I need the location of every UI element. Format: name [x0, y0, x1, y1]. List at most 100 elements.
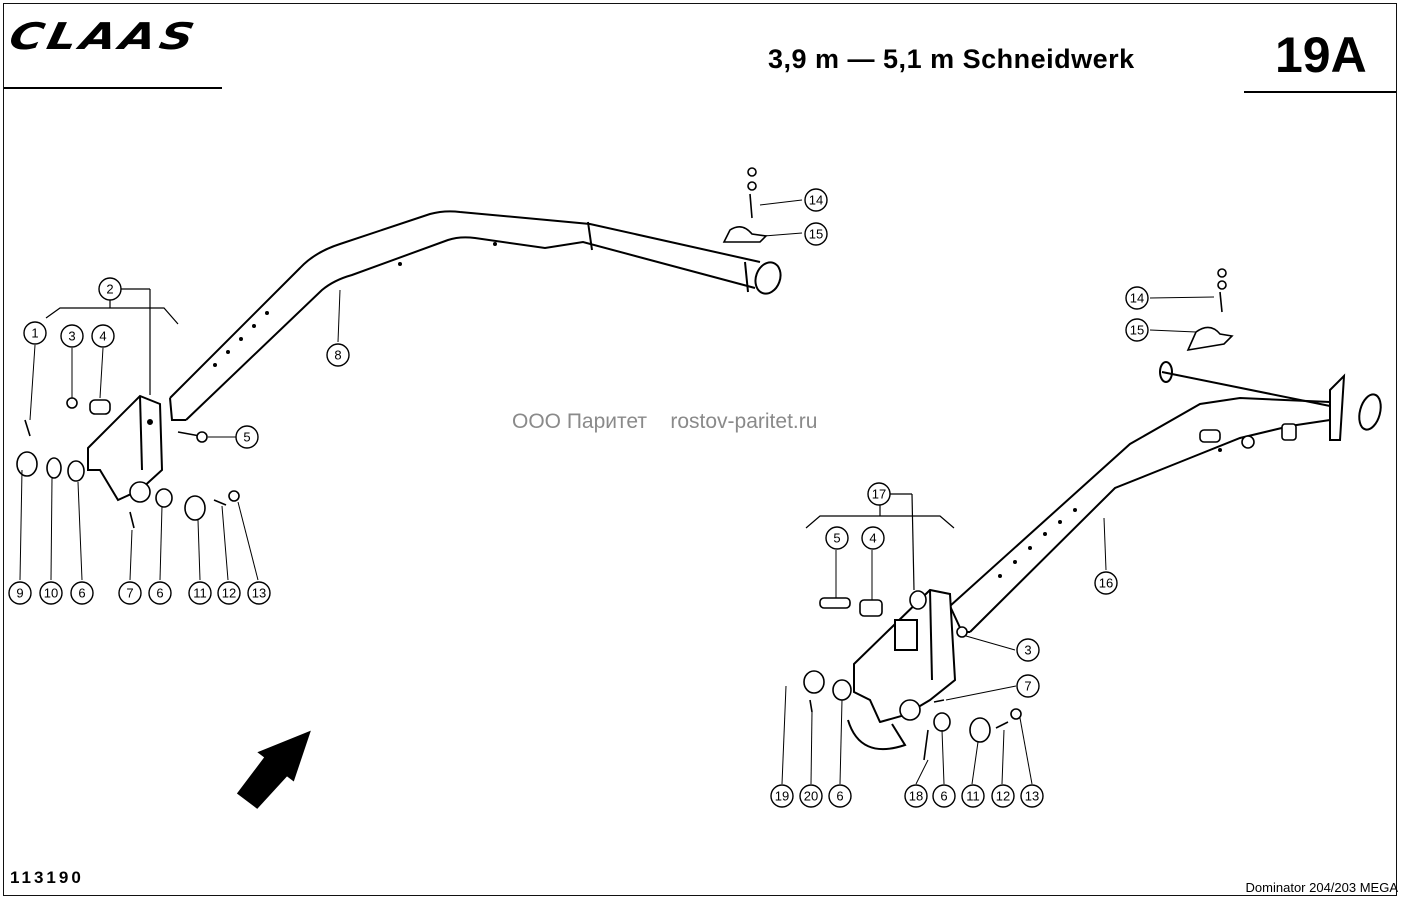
callout-label: 11: [193, 586, 207, 601]
callout-circle: [867, 482, 891, 506]
callout-16: 16: [1094, 571, 1118, 595]
callout-label: 15: [809, 227, 823, 242]
callout-circle: [770, 784, 794, 808]
right-small-parts: [803, 268, 1297, 761]
callout-circle: [861, 526, 885, 550]
left-frame-holes: [213, 242, 497, 367]
callout-circle: [91, 324, 115, 348]
callout-label: 13: [1025, 789, 1039, 804]
callout-circle: [991, 784, 1015, 808]
callout-6: 6: [932, 784, 956, 808]
callout-label: 5: [243, 430, 250, 445]
callout-label: 13: [252, 586, 266, 601]
callout-label: 11: [966, 789, 980, 804]
callout-circle: [148, 581, 172, 605]
callout-5: 5: [825, 526, 849, 550]
sheet-border: [3, 3, 1397, 896]
callout-14: 14: [804, 188, 828, 212]
callout-5: 5: [235, 425, 259, 449]
callout-6: 6: [70, 581, 94, 605]
drawing-number: 113190: [10, 868, 84, 887]
callout-label: 6: [836, 789, 843, 804]
diagram-title: 3,9 m — 5,1 m Schneidwerk: [768, 44, 1135, 74]
callout-label: 10: [44, 586, 58, 601]
callout-label: 7: [126, 586, 133, 601]
callout-label: 6: [156, 586, 163, 601]
callout-label: 4: [99, 329, 106, 344]
callout-20: 20: [799, 784, 823, 808]
callout-circle: [1016, 674, 1040, 698]
group-brackets: [45, 288, 955, 591]
callout-circle: [804, 188, 828, 212]
callout-circle: [804, 222, 828, 246]
model-name: Dominator 204/203 MEGA: [1245, 880, 1398, 895]
callout-1: 1: [23, 321, 47, 345]
callout-19: 19: [770, 784, 794, 808]
callout-label: 3: [1024, 643, 1031, 658]
callout-label: 17: [872, 487, 886, 502]
callout-circle: [1125, 286, 1149, 310]
direction-arrow: [236, 730, 311, 809]
callout-label: 12: [222, 586, 236, 601]
callout-label: 8: [334, 348, 341, 363]
callout-circle: [98, 277, 122, 301]
callout-label: 19: [775, 789, 789, 804]
callout-3: 3: [60, 324, 84, 348]
callout-13: 13: [247, 581, 271, 605]
callout-circle: [118, 581, 142, 605]
callout-circle: [1125, 318, 1149, 342]
callout-circle: [904, 784, 928, 808]
callout-label: 5: [833, 531, 840, 546]
left-clamp: [722, 167, 768, 243]
callout-10: 10: [39, 581, 63, 605]
callout-label: 2: [106, 282, 113, 297]
callout-label: 1: [31, 326, 38, 341]
callout-4: 4: [91, 324, 115, 348]
callout-circle: [60, 324, 84, 348]
watermark-site: rostov-paritet.ru: [670, 410, 818, 433]
leader-lines: [19, 199, 1215, 785]
callout-label: 3: [68, 329, 75, 344]
callout-label: 6: [78, 586, 85, 601]
callout-6: 6: [828, 784, 852, 808]
callout-circle: [1094, 571, 1118, 595]
callout-circle: [1020, 784, 1044, 808]
callout-circle: [799, 784, 823, 808]
callout-label: 4: [869, 531, 876, 546]
callout-17: 17: [867, 482, 891, 506]
callout-circle: [8, 581, 32, 605]
callout-circle: [23, 321, 47, 345]
callout-circle: [1016, 638, 1040, 662]
callout-circle: [235, 425, 259, 449]
callout-label: 6: [940, 789, 947, 804]
callout-6: 6: [148, 581, 172, 605]
right-frame-arm: [949, 361, 1382, 633]
callout-label: 14: [1130, 291, 1144, 306]
callout-8: 8: [326, 343, 350, 367]
callout-15: 15: [804, 222, 828, 246]
callout-label: 7: [1024, 679, 1031, 694]
callout-9: 9: [8, 581, 32, 605]
callout-14: 14: [1125, 286, 1149, 310]
callout-circle: [825, 526, 849, 550]
callout-circle: [932, 784, 956, 808]
right-bracket: [847, 588, 957, 750]
callout-label: 9: [16, 586, 23, 601]
callout-circle: [326, 343, 350, 367]
watermark: ООО Паритет rostov-paritet.ru: [512, 410, 817, 434]
callout-circle: [188, 581, 212, 605]
callout-label: 15: [1130, 323, 1144, 338]
callout-circle: [247, 581, 271, 605]
callout-13: 13: [1020, 784, 1044, 808]
callout-3: 3: [1016, 638, 1040, 662]
callout-circle: [39, 581, 63, 605]
callout-label: 14: [809, 193, 823, 208]
callout-circle: [70, 581, 94, 605]
callout-11: 11: [961, 784, 985, 808]
left-small-parts: [16, 397, 240, 529]
page-number: 19A: [1275, 27, 1367, 83]
right-frame-holes: [998, 448, 1222, 578]
